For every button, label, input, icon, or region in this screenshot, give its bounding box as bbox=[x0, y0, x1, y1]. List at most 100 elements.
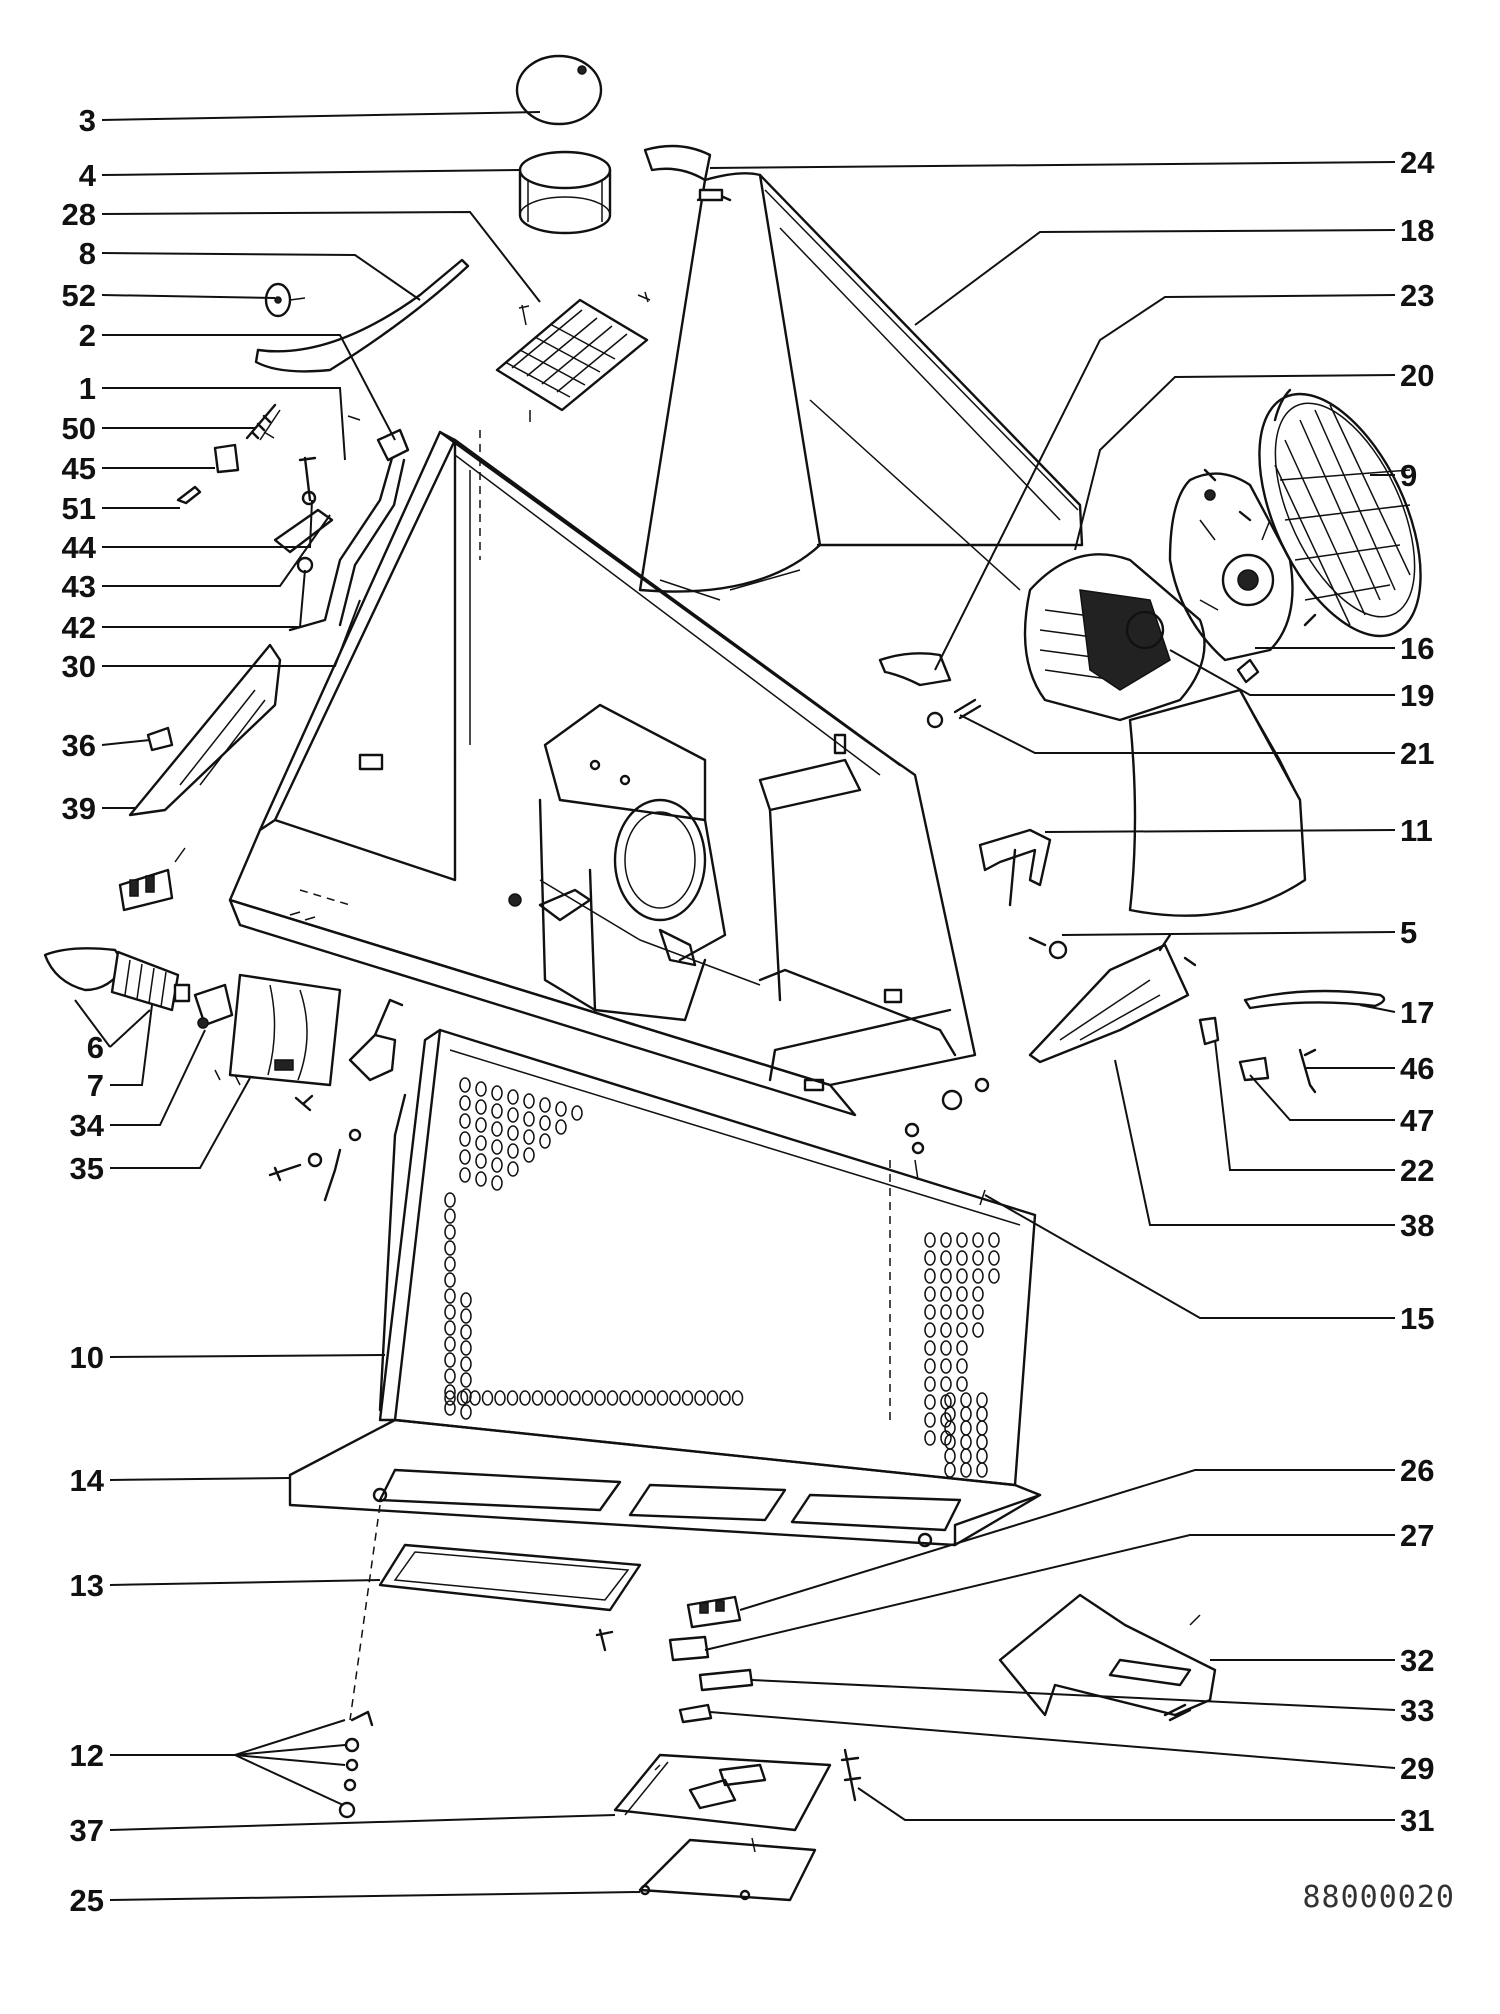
main-hood-body bbox=[228, 430, 977, 1117]
callout-7: 7 bbox=[87, 1068, 104, 1103]
callout-24: 24 bbox=[1400, 145, 1435, 180]
perforation-hole bbox=[523, 1147, 535, 1163]
callout-12: 12 bbox=[70, 1738, 104, 1773]
perforation-hole bbox=[481, 1390, 494, 1406]
perforation-hole bbox=[924, 1340, 936, 1356]
perforation-hole bbox=[940, 1250, 952, 1266]
callout-44: 44 bbox=[62, 530, 97, 565]
perforation-hole bbox=[681, 1390, 694, 1406]
callout-22: 22 bbox=[1400, 1153, 1434, 1188]
perforation-hole bbox=[940, 1358, 952, 1374]
perforation-hole bbox=[507, 1089, 519, 1105]
perforation-hole bbox=[960, 1420, 972, 1436]
callout-1: 1 bbox=[79, 371, 96, 406]
perforation-hole bbox=[988, 1250, 1000, 1266]
callout-15: 15 bbox=[1400, 1301, 1434, 1336]
callout-30: 30 bbox=[62, 649, 96, 684]
perforation-hole bbox=[924, 1232, 936, 1248]
part-3-cover-disc bbox=[515, 54, 603, 126]
callout-4: 4 bbox=[79, 158, 97, 193]
perforation-hole bbox=[491, 1139, 503, 1155]
callout-19: 19 bbox=[1400, 678, 1434, 713]
perforation-hole bbox=[924, 1286, 936, 1302]
perforation-hole bbox=[956, 1340, 968, 1356]
perforation-hole bbox=[459, 1167, 471, 1183]
perforation-hole bbox=[644, 1390, 656, 1406]
perforation-hole bbox=[940, 1304, 952, 1320]
callout-5: 5 bbox=[1400, 915, 1417, 950]
part-25-bottom-cover bbox=[638, 1837, 817, 1902]
part-52-knob bbox=[264, 282, 306, 318]
perforation-hole bbox=[459, 1077, 471, 1093]
callout-37: 37 bbox=[70, 1813, 104, 1848]
perforation-hole bbox=[940, 1286, 952, 1302]
perforation-hole bbox=[444, 1208, 456, 1224]
part-38-holder bbox=[1028, 933, 1197, 1064]
part-9-grille-cover bbox=[1258, 388, 1422, 638]
perforation-hole bbox=[519, 1390, 531, 1406]
callout-46: 46 bbox=[1400, 1051, 1434, 1086]
callout-10: 10 bbox=[70, 1340, 104, 1375]
perforation-hole bbox=[475, 1099, 487, 1115]
perforation-hole bbox=[972, 1286, 984, 1302]
perforation-hole bbox=[491, 1085, 503, 1101]
part-20-fan-motor bbox=[1023, 553, 1206, 722]
part-12-fasteners bbox=[338, 1710, 374, 1819]
perforation-hole bbox=[956, 1322, 968, 1338]
perforation-hole bbox=[444, 1288, 456, 1304]
perforation-hole bbox=[444, 1368, 456, 1384]
callout-18: 18 bbox=[1400, 213, 1434, 248]
perforation-hole bbox=[960, 1462, 972, 1478]
perforation-hole bbox=[444, 1336, 456, 1352]
perforation-hole bbox=[494, 1390, 506, 1406]
perforation-hole bbox=[444, 1304, 456, 1320]
perforation-hole bbox=[976, 1406, 988, 1422]
perforation-hole bbox=[976, 1462, 988, 1478]
perforation-hole bbox=[956, 1286, 968, 1302]
perforation-hole bbox=[460, 1404, 472, 1420]
perforation-hole bbox=[460, 1372, 472, 1388]
perforation-hole bbox=[694, 1390, 706, 1406]
perforation-hole bbox=[956, 1232, 968, 1248]
perforation-hole bbox=[656, 1390, 669, 1406]
callout-47: 47 bbox=[1400, 1103, 1434, 1138]
perforation-hole bbox=[456, 1390, 469, 1406]
perforation-hole bbox=[459, 1113, 471, 1129]
perforation-hole bbox=[924, 1430, 936, 1446]
perforation-hole bbox=[460, 1308, 472, 1324]
callout-25: 25 bbox=[70, 1883, 104, 1918]
perforation-hole bbox=[444, 1384, 456, 1400]
perforation-hole bbox=[988, 1268, 1000, 1284]
callout-34: 34 bbox=[70, 1108, 105, 1143]
part-32-front-panel bbox=[998, 1593, 1217, 1722]
perforation-hole bbox=[606, 1390, 619, 1406]
callout-23: 23 bbox=[1400, 278, 1434, 313]
perforation-hole bbox=[972, 1250, 984, 1266]
part-18-duct bbox=[637, 172, 1084, 601]
part-37-control-plate bbox=[613, 1753, 832, 1832]
perforation-hole bbox=[619, 1390, 631, 1406]
perforation-hole bbox=[475, 1153, 487, 1169]
perforation-hole bbox=[507, 1125, 519, 1141]
perforation-hole bbox=[972, 1232, 984, 1248]
callout-33: 33 bbox=[1400, 1693, 1434, 1728]
perforation-hole bbox=[475, 1081, 487, 1097]
perforation-hole bbox=[460, 1292, 472, 1308]
part-6-bulb bbox=[43, 947, 191, 1012]
perforation-hole bbox=[944, 1406, 956, 1422]
perforation-hole bbox=[491, 1121, 503, 1137]
perforation-hole bbox=[507, 1143, 519, 1159]
perforation-hole bbox=[459, 1149, 471, 1165]
perforation-hole bbox=[940, 1322, 952, 1338]
perforation-hole bbox=[555, 1101, 567, 1117]
part-8-curved-strip bbox=[254, 258, 470, 373]
perforation-hole bbox=[523, 1129, 535, 1145]
perforation-hole bbox=[523, 1111, 535, 1127]
perforation-hole bbox=[706, 1390, 719, 1406]
perforation-hole bbox=[556, 1390, 569, 1406]
callout-50: 50 bbox=[62, 411, 96, 446]
part-14-lower-hood bbox=[288, 1418, 1042, 1548]
perforation-hole bbox=[940, 1232, 952, 1248]
perforation-hole bbox=[940, 1268, 952, 1284]
perforation-hole bbox=[669, 1390, 681, 1406]
